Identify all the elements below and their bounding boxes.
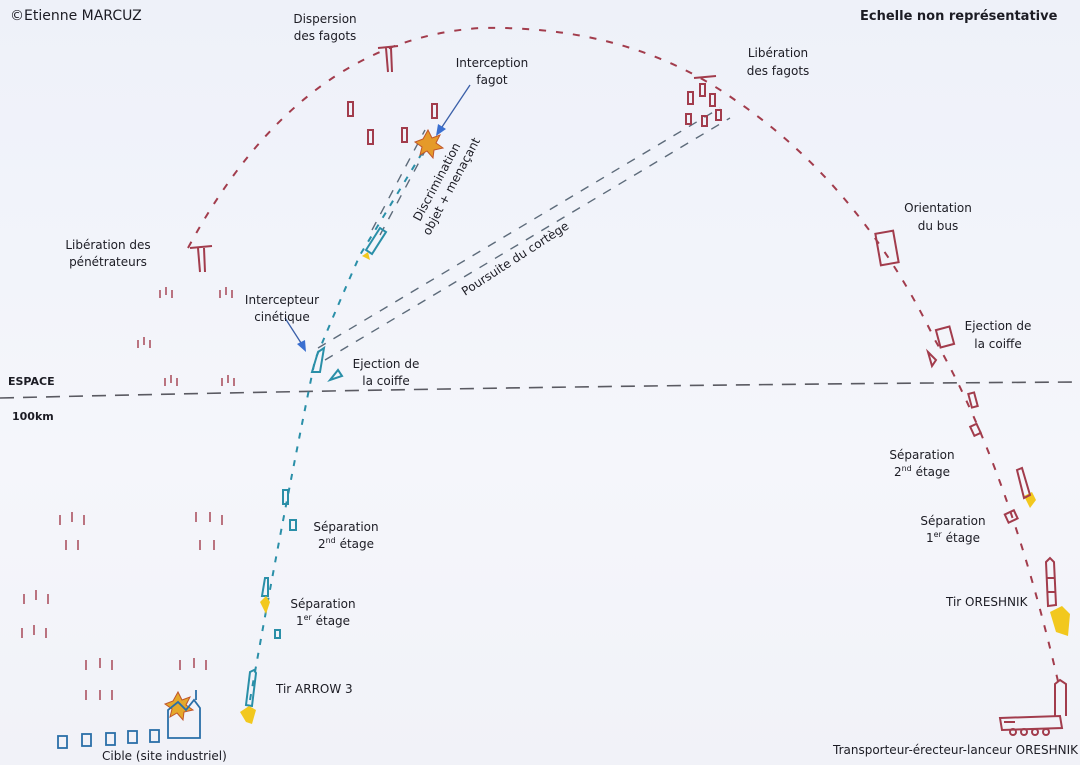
label-tir-oreshnik: Tir ORESHNIK — [945, 595, 1029, 609]
interception-arrow — [439, 84, 471, 131]
label-sep1-left-2: 1er étage — [296, 613, 350, 628]
label-liberation-penetrateurs-2: pénétrateurs — [69, 255, 147, 269]
label-dispersion-2: des fagots — [294, 29, 357, 43]
label-ejection-left: Ejection de — [353, 357, 420, 371]
tracking-line — [317, 107, 721, 349]
label-sep1-right-2: 1er étage — [926, 530, 980, 545]
label-sep2-right-2: 2nd étage — [894, 464, 950, 479]
label-ejection-right: Ejection de — [965, 319, 1032, 333]
explosion-icon — [413, 128, 445, 160]
label-interception-2: fagot — [476, 73, 508, 87]
label-intercepteur-2: cinétique — [254, 310, 310, 324]
interceptor-arrow — [284, 317, 304, 347]
arrow3-missile-icon — [244, 226, 388, 708]
scale-note: Echelle non représentative — [860, 9, 1058, 24]
label-ejection-left-2: la coiffe — [362, 374, 409, 388]
label-liberation-fagots: Libération — [748, 46, 808, 60]
label-sep2-right: Séparation — [889, 448, 954, 462]
arrow-head-icon — [436, 124, 446, 136]
label-dispersion: Dispersion — [293, 12, 356, 26]
label-poursuite: Poursuite du cortège — [459, 219, 571, 299]
label-orientation: Orientation — [904, 201, 972, 215]
label-ejection-right-2: la coiffe — [974, 337, 1021, 351]
label-sep2-left-2: 2nd étage — [318, 536, 374, 551]
oreshnik-trajectory — [187, 26, 1061, 691]
label-liberation-fagots-2: des fagots — [747, 64, 810, 78]
launcher-vehicle-icon — [998, 678, 1067, 736]
industrial-site-icon — [57, 690, 201, 749]
discrimination-line — [379, 137, 433, 236]
tracking-line — [324, 117, 731, 361]
copyright: ©Etienne MARCUZ — [10, 8, 142, 24]
bus-icon — [189, 45, 956, 349]
label-interception: Interception — [456, 56, 529, 70]
penetrators-icon — [21, 287, 235, 700]
label-liberation-penetrateurs: Libération des — [65, 238, 150, 252]
label-orientation-2: du bus — [918, 219, 959, 233]
label-tel: Transporteur-érecteur-lanceur ORESHNIK — [832, 743, 1079, 757]
discrimination-line — [371, 129, 426, 231]
label-cible: Cible (site industriel) — [102, 749, 227, 763]
space-label: ESPACE — [8, 375, 55, 388]
fagots-icon — [347, 83, 722, 145]
label-tir-arrow: Tir ARROW 3 — [275, 682, 353, 696]
flame-icon — [240, 252, 1070, 724]
label-intercepteur: Intercepteur — [245, 293, 319, 307]
label-sep2-left: Séparation — [313, 520, 378, 534]
arrow3-trajectory — [249, 139, 431, 701]
altitude-label: 100km — [12, 410, 54, 423]
explosion-icon — [163, 690, 195, 722]
space-boundary-line — [0, 381, 1080, 399]
arrow-head-icon — [297, 340, 306, 352]
label-sep1-right: Séparation — [920, 514, 985, 528]
oreshnik-missile-icon — [925, 348, 1058, 608]
label-sep1-left: Séparation — [290, 597, 355, 611]
